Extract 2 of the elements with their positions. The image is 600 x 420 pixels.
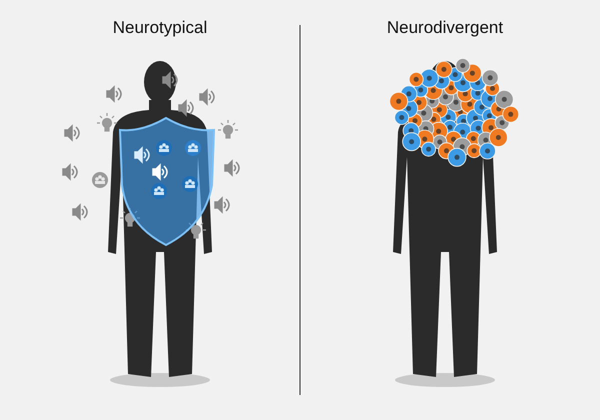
panel-title: Neurotypical: [112, 18, 208, 38]
panel-title: Neurodivergent: [386, 18, 504, 38]
